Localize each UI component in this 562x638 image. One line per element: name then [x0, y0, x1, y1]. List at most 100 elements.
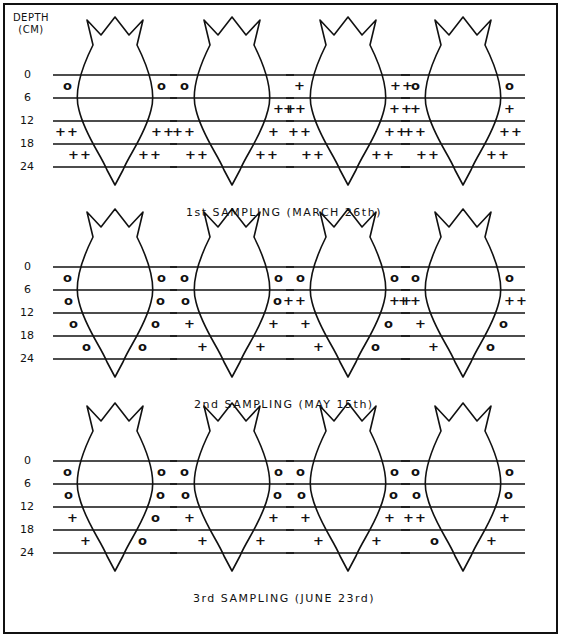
depth-line [401, 120, 525, 121]
infection-mark: + [313, 534, 325, 549]
infection-mark: ++ [283, 102, 307, 117]
infection-mark: o [504, 488, 514, 503]
infection-mark: o [63, 79, 73, 94]
beet-root-outline [310, 403, 386, 571]
beet-root-outline [194, 403, 270, 571]
infection-mark: + [300, 511, 312, 526]
infection-mark: o [63, 465, 73, 480]
depth-value: 24 [20, 547, 34, 560]
depth-line [53, 74, 177, 75]
depth-line [170, 166, 294, 167]
infection-mark: o [156, 488, 166, 503]
depth-line [53, 266, 177, 267]
infection-mark: o [151, 317, 161, 332]
infection-mark: o [390, 271, 400, 286]
infection-mark: o [297, 488, 307, 503]
infection-mark: + [80, 534, 92, 549]
depth-value: 0 [24, 261, 31, 274]
depth-value: 18 [20, 138, 34, 151]
beet-root-outline [425, 209, 501, 377]
depth-value: 12 [20, 501, 34, 514]
infection-mark: o [505, 271, 515, 286]
infection-mark: o [505, 465, 515, 480]
depth-value: 24 [20, 161, 34, 174]
depth-line [401, 143, 525, 144]
depth-line [401, 529, 525, 530]
depth-line [286, 74, 410, 75]
depth-line [286, 552, 410, 553]
depth-line [286, 266, 410, 267]
infection-mark: o [390, 465, 400, 480]
infection-mark: o [486, 340, 496, 355]
depth-line [170, 506, 294, 507]
depth-line [170, 335, 294, 336]
depth-value: 24 [20, 353, 34, 366]
infection-mark: o [181, 294, 191, 309]
infection-mark: o [157, 465, 167, 480]
beet-root-outline [425, 403, 501, 571]
infection-mark: o [505, 79, 515, 94]
infection-mark: ++ [185, 148, 209, 163]
infection-mark: o [389, 488, 399, 503]
infection-mark: o [64, 488, 74, 503]
depth-line [53, 312, 177, 313]
depth-line [286, 358, 410, 359]
infection-mark: ++ [504, 294, 528, 309]
infection-mark: o [138, 340, 148, 355]
infection-mark: o [296, 465, 306, 480]
depth-line [286, 460, 410, 461]
infection-mark: + [428, 340, 440, 355]
depth-line [53, 289, 177, 290]
axis-heading: DEPTH (CM) [8, 12, 54, 35]
infection-mark: ++ [151, 125, 175, 140]
infection-mark: ++ [398, 294, 422, 309]
infection-mark: + [255, 534, 267, 549]
infection-mark: + [371, 534, 383, 549]
infection-mark: + [184, 317, 196, 332]
infection-mark: o [411, 465, 421, 480]
infection-mark: + [486, 534, 498, 549]
infection-mark: + [313, 340, 325, 355]
beet-root-outline [310, 209, 386, 377]
depth-value: 12 [20, 307, 34, 320]
infection-mark: o [180, 465, 190, 480]
depth-value: 18 [20, 330, 34, 343]
depth-line [401, 74, 525, 75]
depth-line [170, 358, 294, 359]
infection-mark: o [411, 271, 421, 286]
depth-line [401, 552, 525, 553]
depth-line [286, 506, 410, 507]
infection-mark: ++ [68, 148, 92, 163]
infection-mark: ++ [301, 148, 325, 163]
infection-mark: o [156, 294, 166, 309]
infection-mark: o [384, 317, 394, 332]
depth-line [53, 143, 177, 144]
infection-mark: ++ [255, 148, 279, 163]
depth-line [401, 358, 525, 359]
infection-mark: o [64, 294, 74, 309]
depth-line [53, 166, 177, 167]
infection-mark: o [180, 79, 190, 94]
infection-mark: o [157, 79, 167, 94]
depth-line [401, 289, 525, 290]
depth-line [53, 335, 177, 336]
depth-value: 12 [20, 115, 34, 128]
depth-line [170, 483, 294, 484]
infection-mark: + [268, 511, 280, 526]
infection-mark: o [412, 488, 422, 503]
infection-mark: + [255, 340, 267, 355]
sampling-caption: 1st SAMPLING (MARCH 26th) [186, 207, 382, 220]
beet-root-outline [77, 209, 153, 377]
infection-mark: ++ [288, 125, 312, 140]
infection-mark: o [138, 534, 148, 549]
infection-mark: ++ [371, 148, 395, 163]
beet-root-outline [194, 209, 270, 377]
infection-mark: o [274, 271, 284, 286]
infection-mark: + [197, 340, 209, 355]
infection-mark: ++ [403, 511, 427, 526]
infection-mark: o [430, 534, 440, 549]
depth-line [286, 529, 410, 530]
depth-line [53, 358, 177, 359]
depth-line [170, 266, 294, 267]
